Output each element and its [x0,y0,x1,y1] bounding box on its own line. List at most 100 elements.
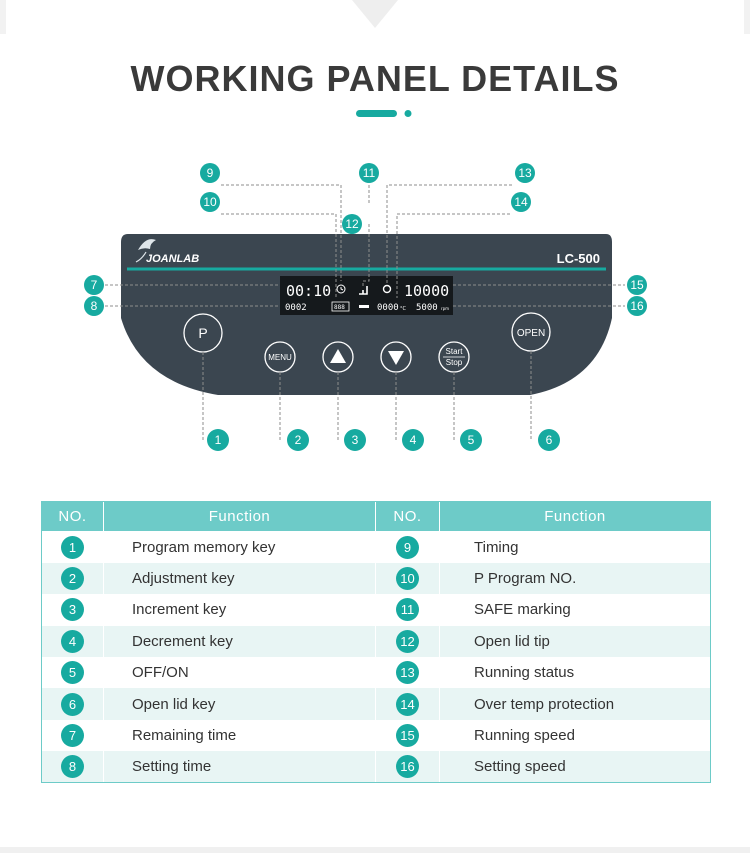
callout-badge-4: 4 [402,429,424,451]
callout-badge-14: 14 [511,192,531,212]
row-number-badge: 8 [61,755,84,779]
callout-badge-6: 6 [538,429,560,451]
table-row: 7 Remaining time 15 Running speed [41,719,711,752]
svg-text:4: 4 [410,433,417,447]
function-cell: Open lid key [103,688,376,720]
function-cell: Remaining time [103,719,376,752]
function-table: NO. Function NO. Function 1 Program memo… [41,501,711,783]
function-cell: SAFE marking [439,594,711,626]
callout-badge-8: 8 [84,296,104,316]
function-cell: Adjustment key [103,562,376,595]
table-row: 3 Increment key 11 SAFE marking [41,594,711,626]
function-cell: P Program NO. [439,562,711,595]
callout-badge-15: 15 [627,275,647,295]
svg-text:MENU: MENU [268,353,292,362]
function-cell: Open lid tip [439,625,711,658]
row-number-badge: 2 [61,567,84,591]
title-underline-decoration [356,110,412,117]
triangle-down-icon [388,351,404,365]
svg-text:Stop: Stop [446,358,463,367]
row-number-badge: 11 [396,598,419,622]
table-row: 1 Program memory key 9 Timing [41,531,711,563]
top-notch-decoration [0,0,750,34]
svg-text:5: 5 [468,433,475,447]
svg-text:7: 7 [91,278,98,292]
table-row: 2 Adjustment key 10 P Program NO. [41,562,711,595]
function-cell: Increment key [103,594,376,626]
svg-text:8: 8 [91,299,98,313]
table-row: 4 Decrement key 12 Open lid tip [41,625,711,658]
display-setting-speed: 5000 [416,303,438,313]
row-number-badge: 4 [61,629,84,653]
svg-text:16: 16 [630,299,644,313]
function-cell: Running status [439,657,711,689]
display-temp-unit: °C [400,306,407,312]
callout-badge-9: 9 [200,163,220,183]
row-number-badge: 14 [396,692,419,716]
svg-text:P: P [198,325,207,341]
row-number-badge: 6 [61,692,84,716]
callout-badge-5: 5 [460,429,482,451]
program-no-box [331,301,350,312]
table-row: 5 OFF/ON 13 Running status [41,657,711,689]
header-function-right: Function [439,501,711,532]
triangle-up-icon [330,349,346,363]
svg-text:6: 6 [546,433,553,447]
row-number-badge: 16 [396,755,419,779]
callout-badge-13: 13 [515,163,535,183]
model-name: LC-500 [557,251,600,266]
svg-text:13: 13 [518,166,532,180]
function-cell: Setting time [103,751,376,783]
callout-badge-7: 7 [84,275,104,295]
row-number-badge: 5 [61,661,84,685]
svg-text:1: 1 [215,433,222,447]
function-cell: Running speed [439,719,711,752]
row-number-badge: 15 [396,724,419,748]
lcd-display [280,276,453,315]
header-no-right: NO. [375,501,440,532]
clock-icon [336,284,346,294]
row-number-badge: 9 [396,535,419,559]
row-number-badge: 12 [396,629,419,653]
function-cell: Timing [439,531,711,563]
function-cell: Program memory key [103,531,376,563]
table-header-row: NO. Function NO. Function [41,501,711,532]
callout-badge-11: 11 [359,163,379,183]
callout-badge-1: 1 [207,429,229,451]
display-program-no: 888 [334,304,345,311]
function-cell: Setting speed [439,751,711,783]
callout-badge-16: 16 [627,296,647,316]
safe-icon [359,286,368,295]
display-speed: 10000 [404,282,449,300]
table-row: 6 Open lid key 14 Over temp protection [41,688,711,720]
table-row: 8 Setting time 16 Setting speed [41,751,711,783]
display-speed-unit: rpm [441,306,449,311]
lid-tip-icon [359,305,369,308]
control-panel-diagram: JOANLAB LC-500 00:10 10000 0002 888 0000… [84,163,647,451]
svg-text:OPEN: OPEN [517,328,545,339]
brand-logo: JOANLAB [135,239,199,265]
callout-badge-2: 2 [287,429,309,451]
row-number-badge: 13 [396,661,419,685]
running-status-icon [382,284,392,294]
header-no-left: NO. [41,501,104,532]
svg-text:15: 15 [630,278,644,292]
row-number-badge: 1 [61,535,84,559]
header-function-left: Function [103,501,376,532]
row-number-badge: 10 [396,567,419,591]
callout-badge-12: 12 [342,214,362,234]
bottom-divider [0,847,750,853]
function-cell: Decrement key [103,625,376,658]
svg-text:9: 9 [207,166,214,180]
svg-text:14: 14 [514,195,528,209]
display-time: 00:10 [286,282,331,300]
svg-text:12: 12 [345,217,359,231]
callout-badge-3: 3 [344,429,366,451]
row-number-badge: 3 [61,598,84,622]
display-temp: 0000 [377,303,399,313]
svg-text:Start: Start [446,347,464,356]
page-title: WORKING PANEL DETAILS [130,58,620,99]
display-setting-time: 0002 [285,303,307,313]
svg-text:3: 3 [352,433,359,447]
callout-badge-10: 10 [200,192,220,212]
